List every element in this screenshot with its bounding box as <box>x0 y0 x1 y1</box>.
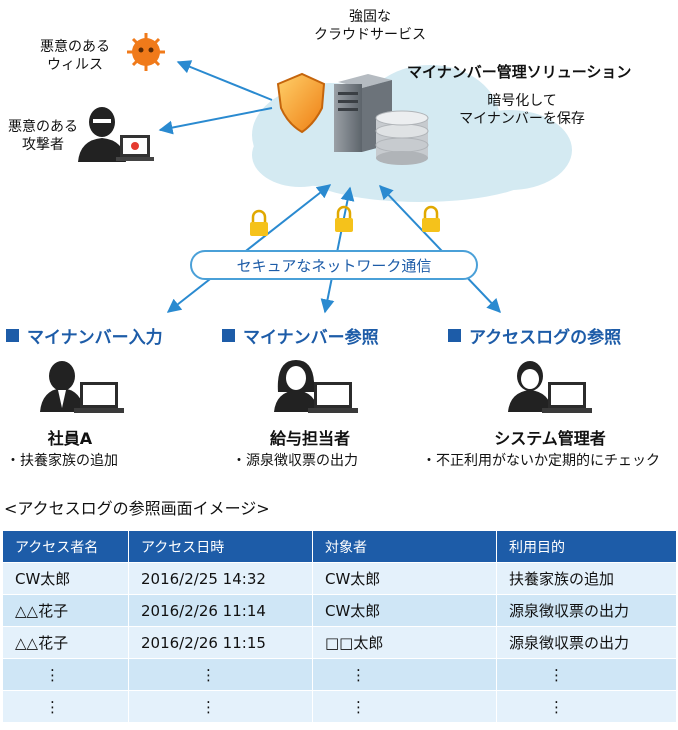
table-cell: 源泉徴収票の出力 <box>496 626 677 659</box>
shield-icon <box>276 72 326 134</box>
table-cell: ⋮ <box>496 690 677 723</box>
table-cell: ⋮ <box>496 658 677 691</box>
section-bullet-icon <box>222 328 235 342</box>
table-cell: CW太郎 <box>312 594 497 627</box>
employee-person-icon <box>40 361 124 413</box>
secure-network-pill: セキュアなネットワーク通信 <box>190 250 478 280</box>
table-row: △△花子 2016/2/26 11:15 □□太郎 源泉徴収票の出力 <box>2 626 677 659</box>
lock-icon <box>335 205 353 232</box>
person-desc: ・源泉徴収票の出力 <box>232 453 358 469</box>
solution-label: マイナンバー管理ソリューション <box>407 63 632 81</box>
table-cell: ⋮ <box>2 690 129 723</box>
attacker-icon <box>78 107 154 162</box>
section-bullet-icon <box>448 328 461 342</box>
attacker-label: 悪意のある 攻撃者 <box>8 119 78 153</box>
database-icon <box>375 110 429 165</box>
column-header: 利用目的 <box>496 530 677 563</box>
payroll-person-icon <box>274 360 358 413</box>
server-icon <box>334 74 392 152</box>
attack-arrows <box>158 60 273 135</box>
table-cell: ⋮ <box>2 658 129 691</box>
access-log-table: アクセス者名 アクセス日時 対象者 利用目的 CW太郎 2016/2/25 14… <box>2 530 677 723</box>
strong-cloud-label: 強固な クラウドサービス <box>314 9 426 43</box>
section-title: アクセスログの参照 <box>469 327 622 348</box>
table-cell: ⋮ <box>128 690 313 723</box>
virus-icon <box>127 33 165 71</box>
person-desc: ・不正利用がないか定期的にチェック <box>422 453 660 469</box>
encrypt-label: 暗号化して マイナンバーを保存 <box>459 93 585 127</box>
lock-icon <box>250 209 268 236</box>
log-section-title: <アクセスログの参照画面イメージ> <box>4 499 270 518</box>
table-header-row: アクセス者名 アクセス日時 対象者 利用目的 <box>2 530 677 563</box>
table-cell: 2016/2/26 11:14 <box>128 594 313 627</box>
table-row: CW太郎 2016/2/25 14:32 CW太郎 扶養家族の追加 <box>2 562 677 595</box>
table-cell: 2016/2/26 11:15 <box>128 626 313 659</box>
table-cell: ⋮ <box>312 658 497 691</box>
security-diagram <box>40 33 592 413</box>
table-row: ⋮ ⋮ ⋮ ⋮ <box>2 658 677 691</box>
table-cell: ⋮ <box>312 690 497 723</box>
table-cell: ⋮ <box>128 658 313 691</box>
secure-network-label: セキュアなネットワーク通信 <box>236 256 432 275</box>
column-header: 対象者 <box>312 530 497 563</box>
table-cell: CW太郎 <box>2 562 129 595</box>
network-arrows <box>166 184 501 314</box>
virus-label: 悪意のある ウィルス <box>40 39 110 73</box>
table-row: ⋮ ⋮ ⋮ ⋮ <box>2 690 677 723</box>
table-cell: CW太郎 <box>312 562 497 595</box>
column-header: アクセス者名 <box>2 530 129 563</box>
section-input: マイナンバー入力 <box>6 325 163 348</box>
lock-icon <box>422 205 440 232</box>
column-header: アクセス日時 <box>128 530 313 563</box>
person-desc: ・扶養家族の追加 <box>6 453 118 469</box>
section-title: マイナンバー参照 <box>243 327 379 348</box>
section-bullet-icon <box>6 328 19 342</box>
person-name: システム管理者 <box>494 429 606 448</box>
table-cell: △△花子 <box>2 594 129 627</box>
table-cell: 源泉徴収票の出力 <box>496 594 677 627</box>
table-cell: □□太郎 <box>312 626 497 659</box>
section-reference: マイナンバー参照 <box>222 325 379 348</box>
table-cell: 2016/2/25 14:32 <box>128 562 313 595</box>
table-row: △△花子 2016/2/26 11:14 CW太郎 源泉徴収票の出力 <box>2 594 677 627</box>
section-title: マイナンバー入力 <box>27 327 163 348</box>
table-cell: 扶養家族の追加 <box>496 562 677 595</box>
person-name: 社員A <box>47 429 93 448</box>
admin-person-icon <box>508 361 592 413</box>
table-cell: △△花子 <box>2 626 129 659</box>
section-accesslog: アクセスログの参照 <box>448 325 622 348</box>
person-name: 給与担当者 <box>269 429 350 448</box>
